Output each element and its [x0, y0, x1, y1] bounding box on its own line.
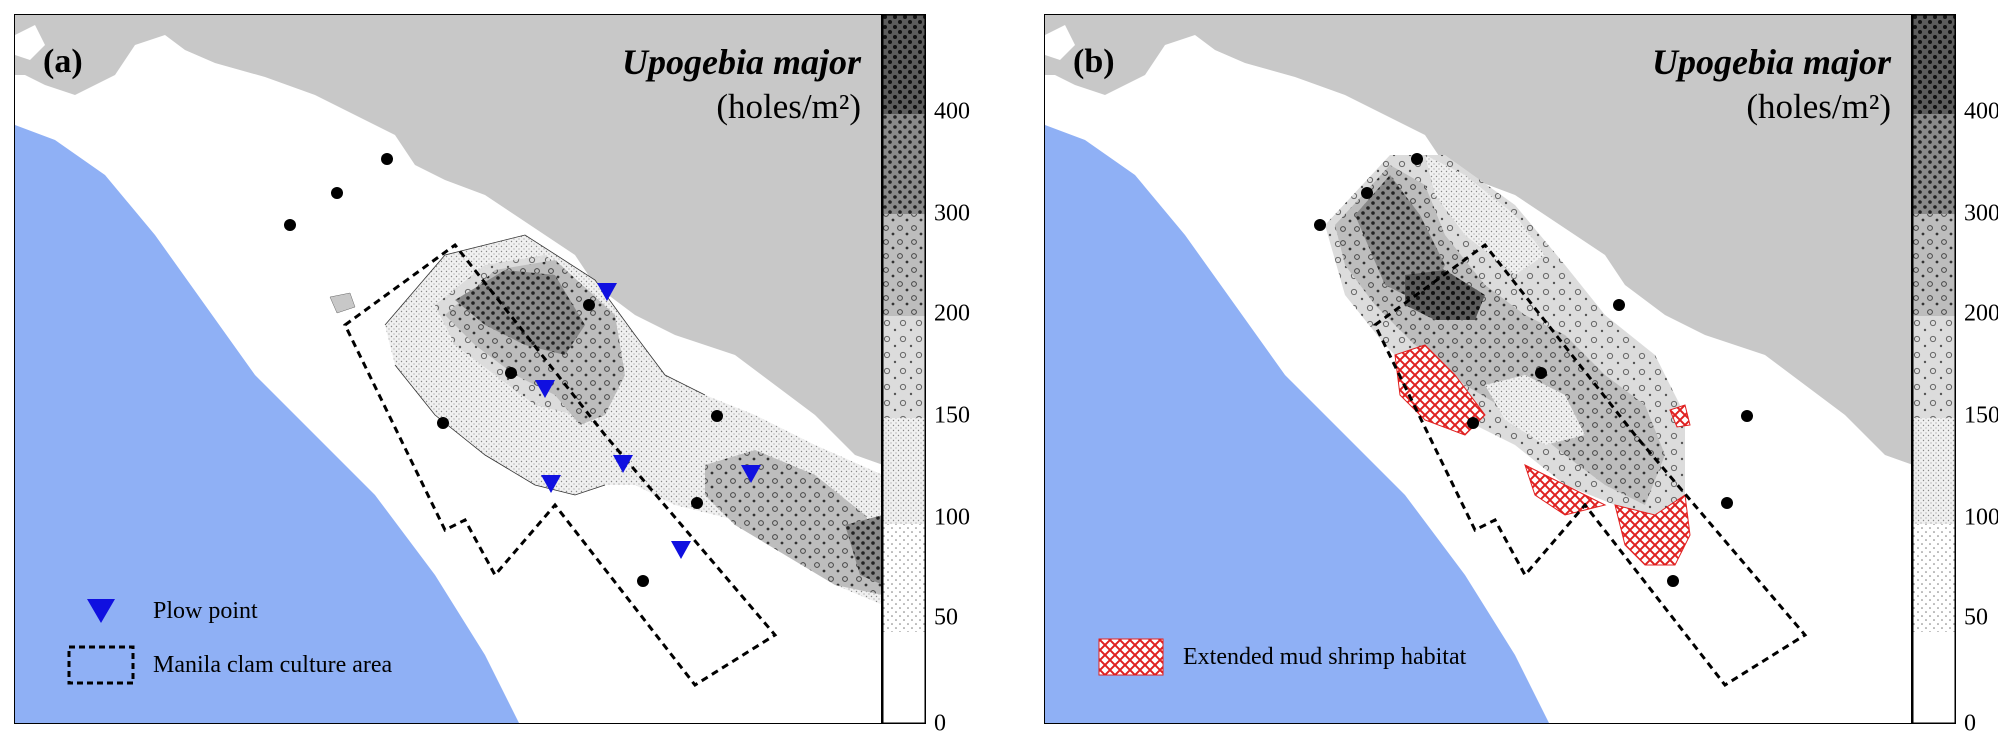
species-title: Upogebia major [1652, 42, 1891, 82]
zone-east-dark [845, 515, 881, 585]
sea [1045, 125, 1549, 723]
culture-area [1373, 242, 1808, 687]
colorbar [1912, 14, 1956, 724]
zone-stipple [1425, 155, 1545, 275]
red-hatch-icon [1095, 635, 1167, 679]
culture-area [343, 242, 778, 687]
land [1045, 15, 1911, 465]
extended-habitat [1524, 464, 1607, 516]
dashed-rectangle-icon [65, 643, 137, 687]
stations [1314, 153, 1753, 587]
extended-habitat [1614, 494, 1691, 566]
zone-dark [1355, 175, 1445, 305]
legend-plow-point: Plow point [65, 589, 258, 633]
panel-b: (b) Upogebia major (holes/m²) Extended m… [1044, 14, 1998, 737]
legend-label: Manila clam culture area [153, 651, 393, 678]
colorbar-tick: 50 [934, 604, 958, 631]
colorbar-tick: 400 [934, 98, 970, 125]
land [15, 15, 881, 465]
map-a: (a) Upogebia major (holes/m²) Plow point… [14, 14, 882, 724]
legend-label: Plow point [153, 597, 258, 624]
extended-habitat [1669, 404, 1691, 428]
species-title: Upogebia major [622, 42, 861, 82]
colorbar-tick: 150 [934, 402, 970, 429]
stations [284, 153, 723, 587]
colorbar-tick: 100 [934, 504, 970, 531]
colorbar-tick: 0 [1964, 710, 1976, 737]
sea [15, 125, 519, 723]
colorbar-tick: 100 [1964, 504, 1998, 531]
unit-label: (holes/m²) [1746, 87, 1891, 126]
plow-points [535, 283, 761, 559]
colorbar-tick: 150 [1964, 402, 1998, 429]
panel-label: (a) [43, 43, 83, 80]
plow-point-icon [65, 589, 137, 633]
colorbar-tick: 300 [934, 200, 970, 227]
legend-label: Extended mud shrimp habitat [1183, 643, 1467, 670]
unit-label: (holes/m²) [716, 87, 861, 126]
colorbar-tick: 50 [1964, 604, 1988, 631]
colorbar-tick: 0 [934, 710, 946, 737]
legend-extended-habitat: Extended mud shrimp habitat [1095, 635, 1466, 679]
colorbar-tick: 400 [1964, 98, 1998, 125]
colorbar-tick: 200 [1964, 300, 1998, 327]
legend-culture-area: Manila clam culture area [65, 643, 392, 687]
panel-a: (a) Upogebia major (holes/m²) Plow point… [14, 14, 998, 737]
colorbar [882, 14, 926, 724]
panel-label: (b) [1073, 43, 1115, 80]
map-b: (b) Upogebia major (holes/m²) Extended m… [1044, 14, 1912, 724]
zone-east-mid [705, 450, 881, 595]
colorbar-tick: 300 [1964, 200, 1998, 227]
colorbar-tick: 200 [934, 300, 970, 327]
zone-darkest [1405, 270, 1485, 320]
zone-dark [455, 270, 585, 355]
